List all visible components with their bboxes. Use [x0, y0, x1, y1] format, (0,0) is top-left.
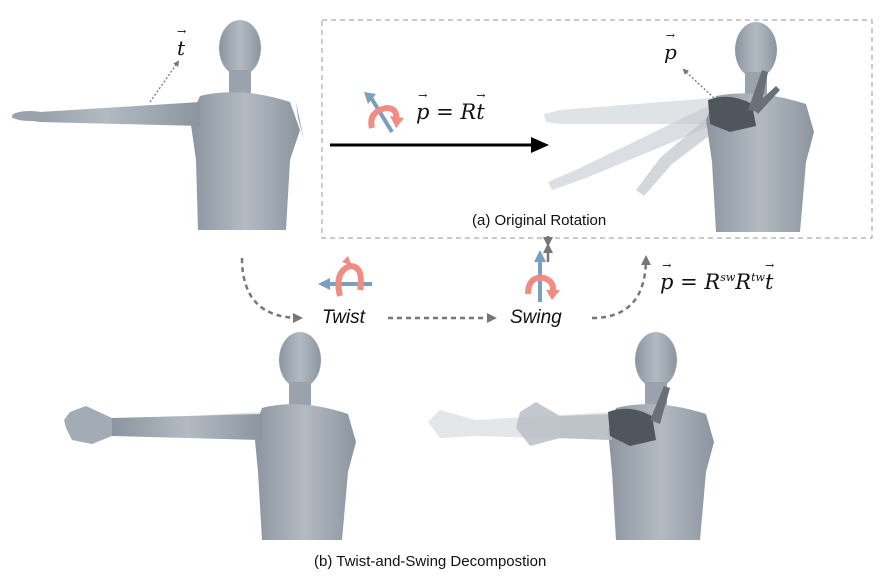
t-vector-dotted: [149, 60, 180, 103]
rotation-axis-icon: [364, 92, 404, 134]
vector-p-label: p: [664, 29, 677, 64]
caption-twist-swing: (b) Twist-and-Swing Decompostion: [314, 553, 547, 570]
swing-label: Swing: [510, 307, 562, 328]
vector-t-label: t: [177, 25, 185, 60]
twist-icon: [318, 256, 372, 297]
equation-original: p = Rt: [416, 89, 485, 124]
body-figure-swing: [516, 332, 714, 540]
body-figure-twist: [64, 332, 356, 540]
caption-original-rotation: (a) Original Rotation: [472, 212, 607, 229]
original-rotation-box: [321, 19, 873, 239]
flow-arrow-to-result: [591, 255, 651, 320]
flow-arrow-to-twist: [240, 257, 303, 323]
twist-label: Twist: [322, 307, 365, 328]
p-vector-dotted: [682, 68, 715, 99]
ghost-arm-horizontal: [544, 98, 712, 124]
ghost-arm-down-1: [548, 104, 716, 190]
equation-decomposed: p = RswRtwt: [660, 259, 774, 294]
body-figure-rotated: [706, 22, 814, 232]
body-figure-rest: [12, 20, 304, 231]
swing-icon: [525, 250, 560, 302]
ghost-arm-down-2: [636, 110, 722, 196]
